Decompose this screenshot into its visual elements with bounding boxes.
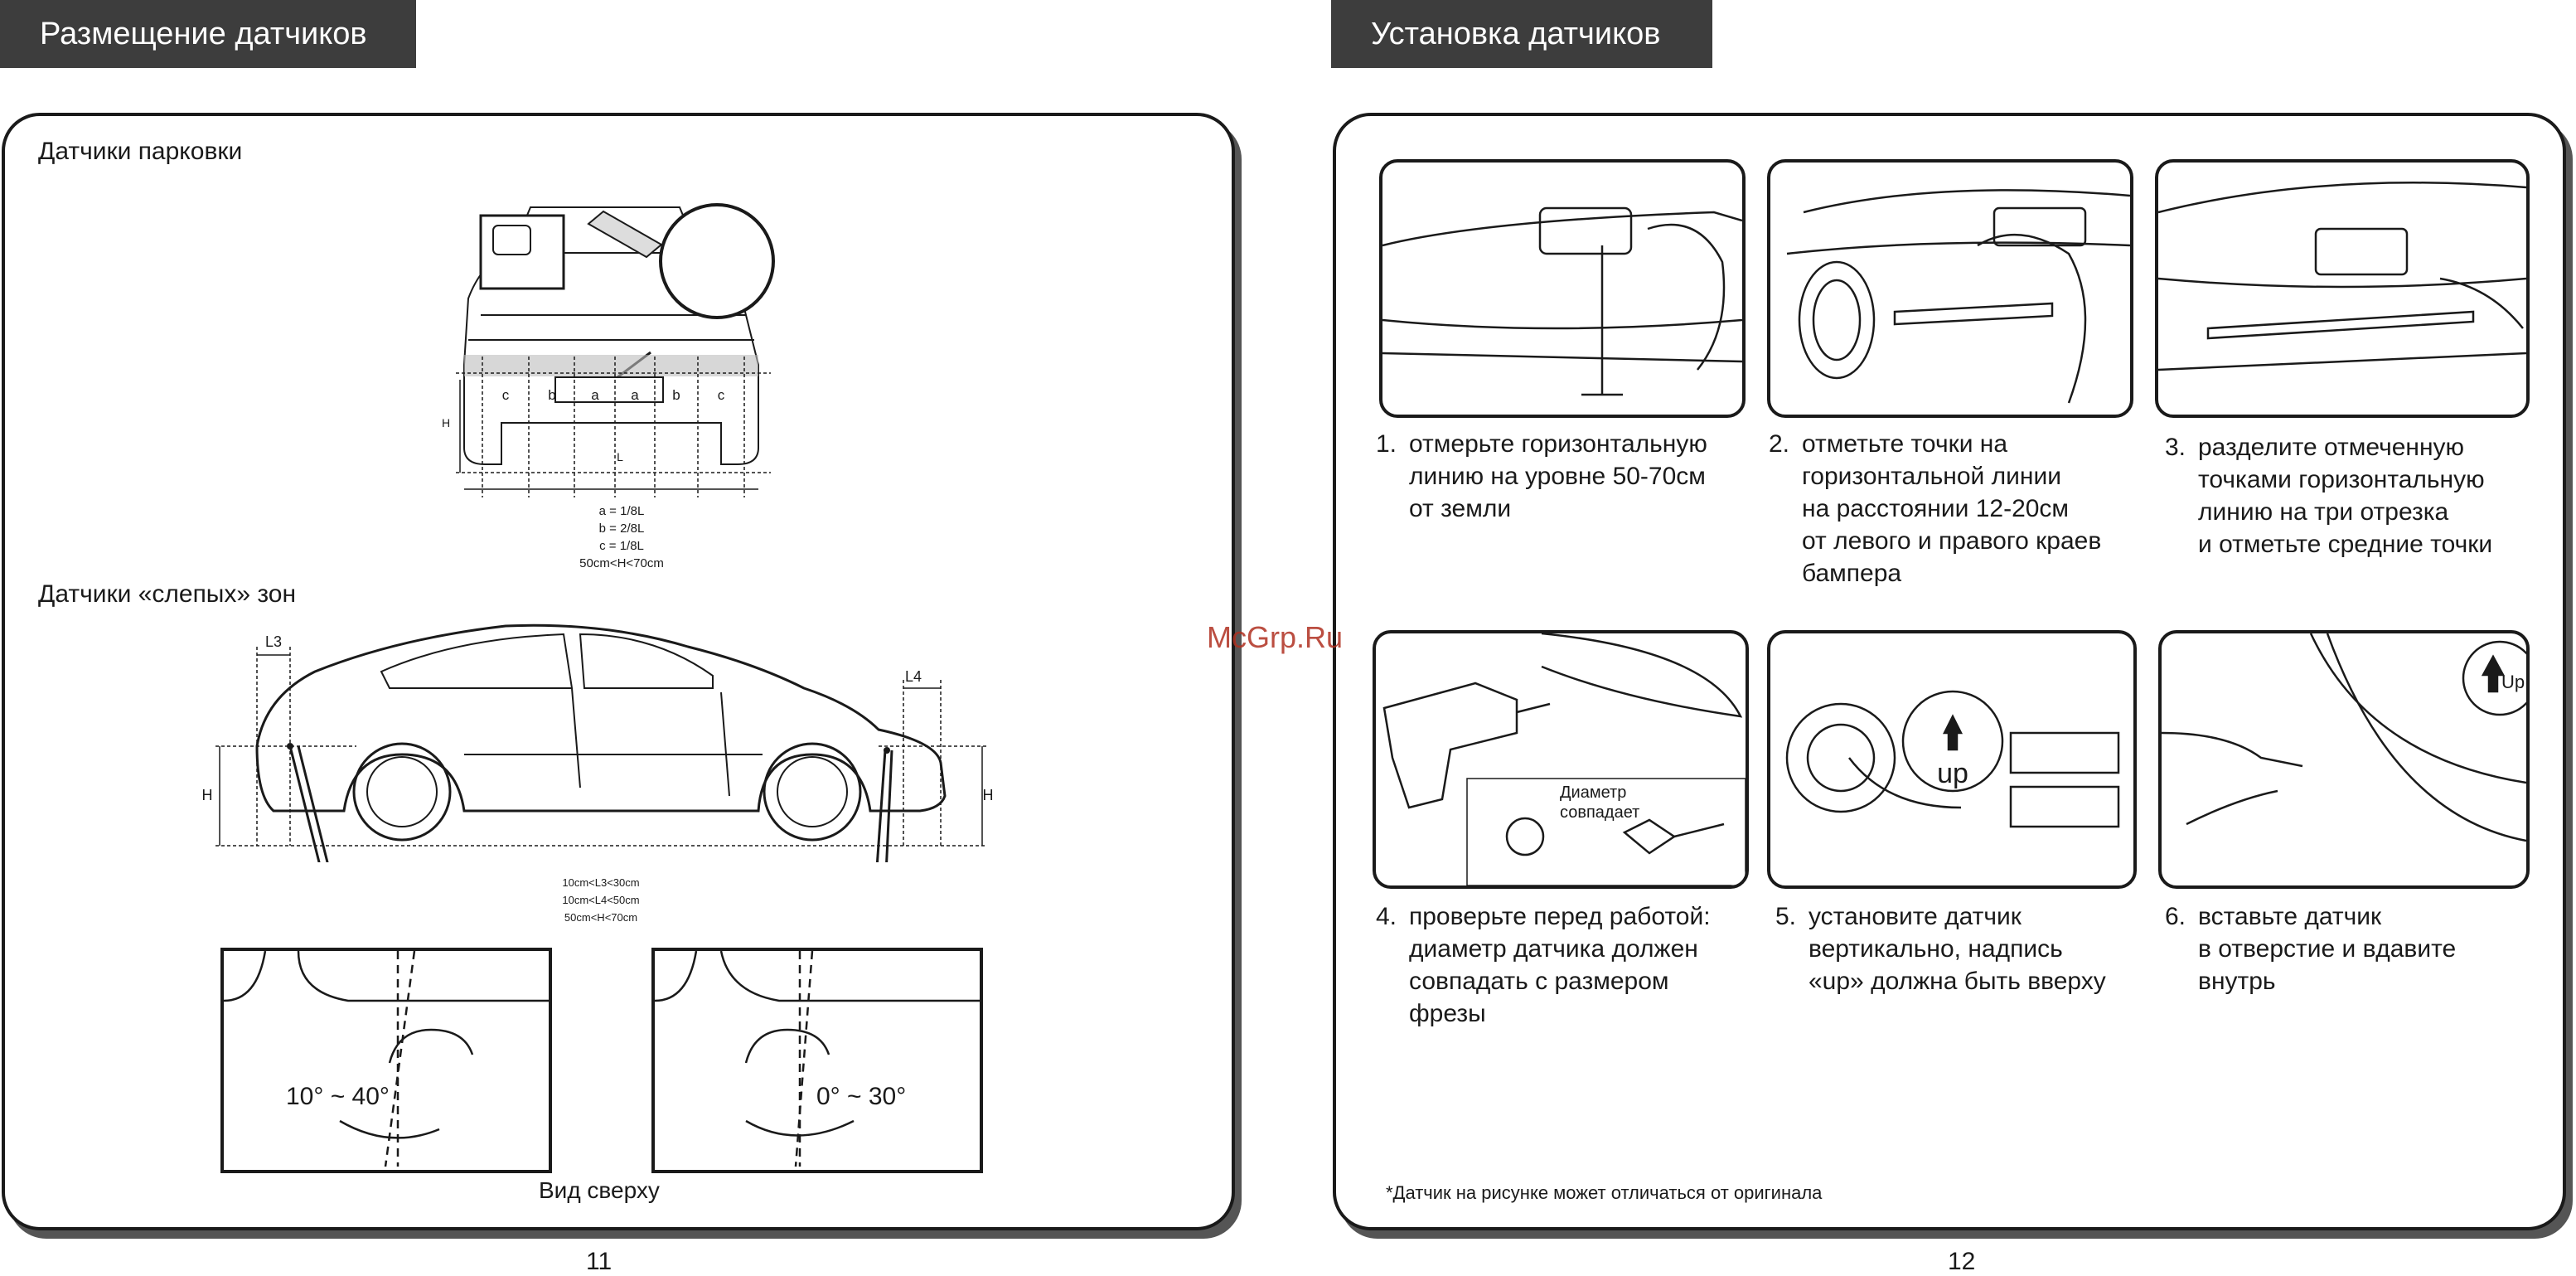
right-page-number: 12: [1948, 1248, 1976, 1275]
left-panel: [2, 113, 1235, 1230]
right-page-header: Установка датчиков: [1331, 0, 1712, 68]
step-4-line-1: проверьте перед работой:: [1409, 903, 1711, 930]
label-a-right: a: [631, 387, 639, 403]
parking-sensors-title: Датчики парковки: [38, 138, 243, 165]
angle-right-label: 0° ~ 30°: [816, 1083, 906, 1110]
side-car-diagram: L3 L4 H H: [202, 623, 994, 862]
step-4-line-3: совпадать с размером: [1409, 968, 1669, 995]
step-2-image: [1767, 159, 2133, 418]
label-l3: L3: [265, 633, 282, 650]
step-6-image: Up: [2158, 630, 2530, 889]
step-3-image: [2155, 159, 2530, 418]
step-3-line-1: разделите отмеченную: [2198, 434, 2465, 461]
side-notes-block: 10cm<L3<30cm 10cm<L4<50cm 50cm<H<70cm: [530, 874, 671, 926]
step-4-number: 4.: [1376, 903, 1397, 930]
left-page-number: 11: [586, 1248, 613, 1275]
step-5-line-1: установите датчик: [1809, 903, 2022, 930]
step-5-number: 5.: [1775, 903, 1797, 930]
step-6-caption: 6.вставьте датчик в отверстие и вдавите …: [2165, 900, 2456, 997]
label-a-left: a: [591, 387, 599, 403]
label-c-right: c: [718, 387, 725, 403]
label-l-rear: L: [617, 450, 623, 463]
formula-b: b = 2/8L: [598, 522, 645, 536]
label-l4: L4: [905, 668, 922, 685]
label-c-left: c: [502, 387, 510, 403]
step-5-line-3: «up» должна быть вверху: [1809, 968, 2106, 995]
step-6-line-3: внутрь: [2198, 968, 2276, 995]
diameter-label-1: Диаметр: [1560, 784, 1626, 802]
right-header-title: Установка датчиков: [1371, 16, 1661, 51]
step-1-number: 1.: [1376, 430, 1397, 458]
step-4-caption: 4. проверьте перед работой: диаметр датчи…: [1376, 900, 1711, 1030]
formula-c: c = 1/8L: [599, 539, 644, 553]
step-6-line-2: в отверстие и вдавите: [2198, 935, 2457, 963]
formula-h: 50cm<H<70cm: [579, 556, 664, 570]
step-6-number: 6.: [2165, 903, 2186, 930]
formula-a: a = 1/8L: [598, 504, 645, 518]
footnote: *Датчик на рисунке может отличаться от о…: [1386, 1182, 1823, 1203]
step-5-image: up: [1767, 630, 2137, 889]
left-page-header: Размещение датчиков: [0, 0, 416, 68]
step-2-line-1: отметьте точки на: [1802, 430, 2008, 458]
angle-left-label: 10° ~ 40°: [286, 1083, 390, 1110]
side-note-l4: 10cm<L4<50cm: [562, 894, 640, 906]
diameter-label-2: совпадает: [1560, 803, 1639, 822]
step-1-image: [1379, 159, 1746, 418]
label-b-left: b: [548, 387, 555, 403]
step-1-line-1: отмерьте горизонтальную: [1409, 430, 1707, 458]
watermark: McGrp.Ru: [1207, 620, 1344, 654]
step-2-caption: 2. отметьте точки на горизонтальной линии…: [1769, 428, 2101, 589]
rear-car-diagram: c b a a b c H L: [442, 203, 775, 497]
step-2-line-3: на расстоянии 12-20см: [1802, 495, 2070, 522]
label-b-right: b: [672, 387, 680, 403]
step-3-line-3: линию на три отрезка: [2198, 498, 2449, 526]
top-view-caption: Вид сверху: [539, 1177, 660, 1203]
label-h-front: H: [202, 787, 213, 803]
side-note-h: 50cm<H<70cm: [564, 911, 638, 924]
step-4-line-4: фрезы: [1409, 1000, 1486, 1027]
step-1-caption: 1. отмерьте горизонтальную линию на уровн…: [1376, 428, 1707, 525]
step-2-line-5: бампера: [1802, 560, 1902, 587]
blind-spot-title: Датчики «слепых» зон: [38, 580, 297, 608]
step-2-line-4: от левого и правого краев: [1802, 527, 2102, 555]
step-3-line-4: и отметьте средние точки: [2198, 531, 2493, 558]
step-3-caption: 3. разделите отмеченную точками горизонта…: [2165, 431, 2492, 560]
top-view-right-zoom: 0° ~ 30°: [651, 948, 983, 1173]
up-small-label: Up: [2501, 672, 2525, 692]
step-6-line-1: вставьте датчик: [2198, 903, 2382, 930]
step-1-line-2: линию на уровне 50-70см: [1409, 463, 1706, 490]
step-3-number: 3.: [2165, 434, 2186, 461]
step-5-caption: 5. установите датчик вертикально, надпись…: [1775, 900, 2106, 997]
step-1-line-3: от земли: [1409, 495, 1512, 522]
step-4-line-2: диаметр датчика должен: [1409, 935, 1698, 963]
step-5-line-2: вертикально, надпись: [1809, 935, 2063, 963]
left-header-title: Размещение датчиков: [40, 16, 367, 51]
step-2-line-2: горизонтальной линии: [1802, 463, 2061, 490]
label-h-rear: H: [442, 416, 450, 429]
step-4-image: Диаметр совпадает: [1373, 630, 1749, 889]
formula-block: a = 1/8L b = 2/8L c = 1/8L 50cm<H<70cm: [547, 502, 696, 572]
step-2-number: 2.: [1769, 430, 1790, 458]
up-label: up: [1937, 758, 1968, 789]
step-3-line-2: точками горизонтальную: [2198, 466, 2485, 493]
top-view-left-zoom: 10° ~ 40°: [220, 948, 552, 1173]
label-h-back: H: [983, 787, 994, 803]
side-note-l3: 10cm<L3<30cm: [562, 876, 640, 889]
